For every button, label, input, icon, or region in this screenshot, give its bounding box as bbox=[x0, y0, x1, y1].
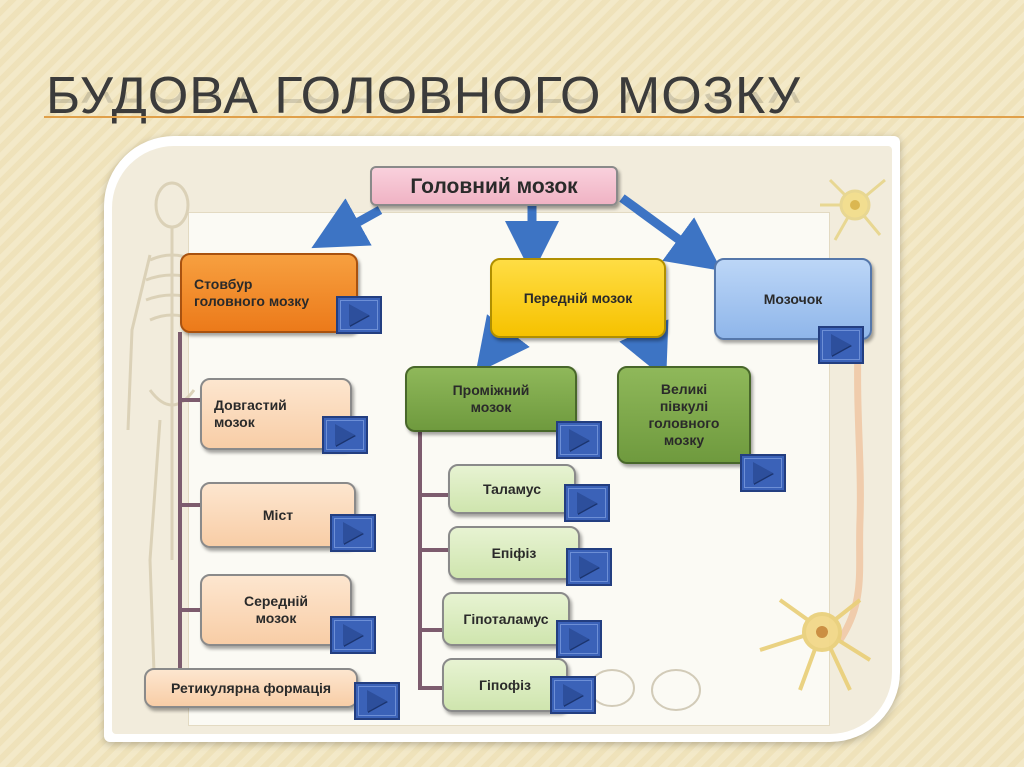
play-icon bbox=[367, 690, 387, 712]
hypophysis-node: Гіпофіз bbox=[442, 658, 568, 712]
midbrain-node: Середній мозок bbox=[200, 574, 352, 646]
diencephalon-node: Проміжний мозок bbox=[405, 366, 577, 432]
reticular-formation-node: Ретикулярна формація bbox=[144, 668, 358, 708]
forebrain-node: Передній мозок bbox=[490, 258, 666, 338]
play-button-diencephalon[interactable] bbox=[556, 421, 602, 459]
play-icon bbox=[335, 424, 355, 446]
brain-root-node: Головний мозок bbox=[370, 166, 618, 206]
play-button-hypophysis[interactable] bbox=[550, 676, 596, 714]
slide-title: Будова головного мозку bbox=[46, 67, 801, 125]
epiphysis-node: Епіфіз bbox=[448, 526, 580, 580]
title-underline bbox=[44, 116, 1024, 118]
neuron-illustration-top bbox=[820, 178, 886, 241]
play-icon bbox=[579, 556, 599, 578]
neuron-illustration-bottom bbox=[759, 598, 872, 691]
play-icon bbox=[343, 624, 363, 646]
play-icon bbox=[831, 334, 851, 356]
play-icon bbox=[753, 462, 773, 484]
play-button-epiphysis[interactable] bbox=[566, 548, 612, 586]
play-button-midbrain[interactable] bbox=[330, 616, 376, 654]
skull-illustration bbox=[589, 669, 701, 711]
play-icon bbox=[343, 522, 363, 544]
play-button-medulla[interactable] bbox=[322, 416, 368, 454]
hemispheres-node: Великі півкулі головного мозку bbox=[617, 366, 751, 464]
play-icon bbox=[563, 684, 583, 706]
play-button-pons[interactable] bbox=[330, 514, 376, 552]
neuron-axon bbox=[837, 339, 864, 642]
play-icon bbox=[349, 304, 369, 326]
play-icon bbox=[577, 492, 597, 514]
play-button-thalamus[interactable] bbox=[564, 484, 610, 522]
play-button-cerebellum[interactable] bbox=[818, 326, 864, 364]
tree-connectors bbox=[178, 332, 450, 690]
play-button-hypothalamus[interactable] bbox=[556, 620, 602, 658]
thalamus-node: Таламус bbox=[448, 464, 576, 514]
play-button-brainstem[interactable] bbox=[336, 296, 382, 334]
play-icon bbox=[569, 628, 589, 650]
play-button-hemispheres[interactable] bbox=[740, 454, 786, 492]
brainstem-node: Стовбур головного мозку bbox=[180, 253, 358, 333]
play-icon bbox=[569, 429, 589, 451]
hypothalamus-node: Гіпоталамус bbox=[442, 592, 570, 646]
play-button-reticular-formation[interactable] bbox=[354, 682, 400, 720]
